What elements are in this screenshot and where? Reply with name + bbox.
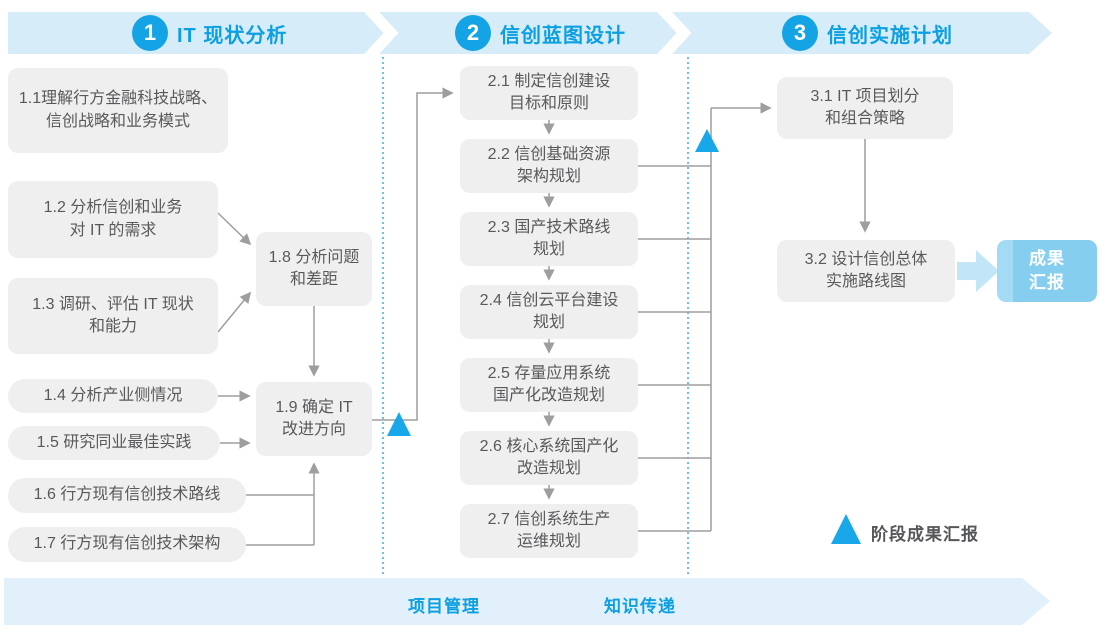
phase-header-3: 3 信创实施计划 (782, 12, 953, 54)
legend-triangle-icon (831, 514, 861, 544)
step-1-9-box: 1.9 确定 IT 改进方向 (256, 382, 372, 456)
step-2-5-box: 2.5 存量应用系统 国产化改造规划 (460, 358, 638, 412)
step-2-6-box: 2.6 核心系统国产化 改造规划 (460, 431, 638, 485)
phase-header-2: 2 信创蓝图设计 (455, 12, 626, 54)
bottom-band (4, 578, 1050, 625)
step-1-3-box: 1.3 调研、评估 IT 现状 和能力 (8, 278, 218, 354)
step-2-7-box: 2.7 信创系统生产 运维规划 (460, 504, 638, 558)
step-2-4-box: 2.4 信创云平台建设 规划 (460, 285, 638, 339)
step-3-1-box: 3.1 IT 项目划分 和组合策略 (777, 77, 953, 139)
bottom-band-label-project-management: 项目管理 (408, 597, 480, 616)
step-2-3-box: 2.3 国产技术路线 规划 (460, 212, 638, 266)
step-2-2-box: 2.2 信创基础资源 架构规划 (460, 139, 638, 193)
result-report-box: 成果 汇报 (997, 240, 1097, 302)
phase-1-number-badge: 1 (132, 15, 168, 51)
step-1-1-box: 1.1理解行方金融科技战略、 信创战略和业务模式 (8, 68, 228, 153)
step-1-4-box: 1.4 分析产业侧情况 (8, 379, 218, 413)
phase-3-title: 信创实施计划 (827, 24, 953, 47)
phase-separator-1 (363, 4, 399, 62)
bottom-band-label-knowledge-transfer: 知识传递 (604, 597, 676, 616)
legend-milestone-label: 阶段成果汇报 (871, 525, 979, 544)
step-1-6-box: 1.6 行方现有信创技术路线 (8, 478, 246, 513)
connectors (217, 87, 871, 546)
milestone-triangle-phase2 (695, 129, 719, 152)
phase-2-number-badge: 2 (455, 15, 491, 51)
phase-2-title: 信创蓝图设计 (500, 24, 626, 47)
result-arrow-icon (957, 250, 999, 292)
phase-1-title: IT 现状分析 (177, 24, 288, 47)
step-1-8-box: 1.8 分析问题 和差距 (256, 232, 372, 306)
step-2-1-box: 2.1 制定信创建设 目标和原则 (460, 66, 638, 120)
milestone-triangle-phase1 (387, 412, 411, 436)
step-3-2-box: 3.2 设计信创总体 实施路线图 (777, 240, 955, 302)
phase-3-number-badge: 3 (782, 15, 818, 51)
step-1-2-box: 1.2 分析信创和业务 对 IT 的需求 (8, 181, 218, 258)
step-1-7-box: 1.7 行方现有信创技术架构 (8, 527, 246, 562)
phase-separator-2 (656, 4, 692, 62)
step-1-5-box: 1.5 研究同业最佳实践 (8, 426, 220, 460)
phase-header-1: 1 IT 现状分析 (132, 12, 287, 54)
